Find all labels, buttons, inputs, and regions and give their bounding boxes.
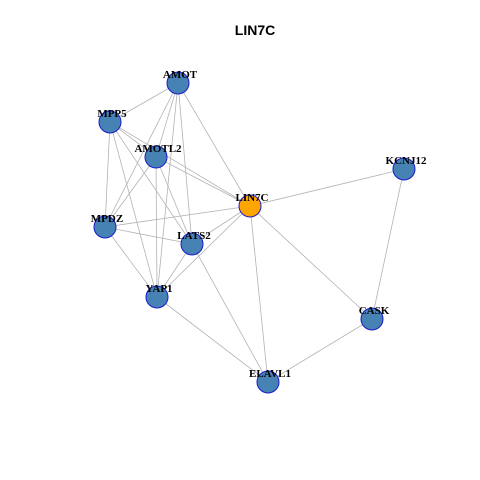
edge-mpp5-lin7c xyxy=(109,121,251,207)
node-layer xyxy=(93,71,416,394)
node-label-amot: AMOT xyxy=(163,69,198,81)
edge-amot-mpdz xyxy=(104,82,179,228)
node-elavl1 xyxy=(256,370,280,394)
edge-amotl2-yap1 xyxy=(155,156,158,298)
edge-mpdz-yap1 xyxy=(104,226,158,298)
node-label-amotl2: AMOTL2 xyxy=(134,143,182,155)
edge-mpp5-mpdz xyxy=(104,121,111,228)
edge-lin7c-mpdz xyxy=(104,205,251,228)
edge-amotl2-lats2 xyxy=(155,156,193,245)
node-label-cask: CASK xyxy=(359,305,390,317)
edge-lin7c-yap1 xyxy=(156,205,251,298)
node-mpdz xyxy=(93,215,117,239)
node-lin7c xyxy=(238,194,262,218)
edge-amot-lats2 xyxy=(177,82,193,245)
edge-cask-elavl1 xyxy=(267,318,373,383)
edge-mpp5-yap1 xyxy=(109,121,158,298)
node-label-elavl1: ELAVL1 xyxy=(249,368,291,380)
node-cask xyxy=(360,307,384,331)
edge-amot-amotl2 xyxy=(155,82,179,158)
node-label-mpp5: MPP5 xyxy=(97,108,127,120)
node-yap1 xyxy=(145,285,169,309)
edge-amotl2-lin7c xyxy=(155,156,251,207)
edge-lin7c-cask xyxy=(249,205,373,320)
node-kcnj12 xyxy=(392,157,416,181)
edge-mpdz-lats2 xyxy=(104,226,193,245)
edge-amot-yap1 xyxy=(156,82,179,298)
node-label-lin7c: LIN7C xyxy=(235,192,268,204)
node-amotl2 xyxy=(144,145,168,169)
edge-amotl2-mpdz xyxy=(104,156,157,228)
node-label-mpdz: MPDZ xyxy=(91,213,123,225)
edge-kcnj12-lin7c xyxy=(249,168,405,207)
edge-yap1-elavl1 xyxy=(156,296,269,383)
node-label-kcnj12: KCNJ12 xyxy=(386,155,427,167)
edge-lin7c-elavl1 xyxy=(249,205,269,383)
edge-mpp5-lats2 xyxy=(109,121,193,245)
node-amot xyxy=(166,71,190,95)
graph-title: LIN7C xyxy=(235,22,275,38)
edge-amot-mpp5 xyxy=(109,82,179,123)
edge-kcnj12-cask xyxy=(371,168,405,320)
node-mpp5 xyxy=(98,110,122,134)
edge-layer xyxy=(104,82,405,383)
node-lats2 xyxy=(180,232,204,256)
edge-amot-lin7c xyxy=(177,82,251,207)
edge-lin7c-lats2 xyxy=(191,205,251,245)
node-label-lats2: LATS2 xyxy=(177,230,211,242)
edge-lats2-elavl1 xyxy=(191,243,269,383)
node-label-yap1: YAP1 xyxy=(145,283,172,295)
